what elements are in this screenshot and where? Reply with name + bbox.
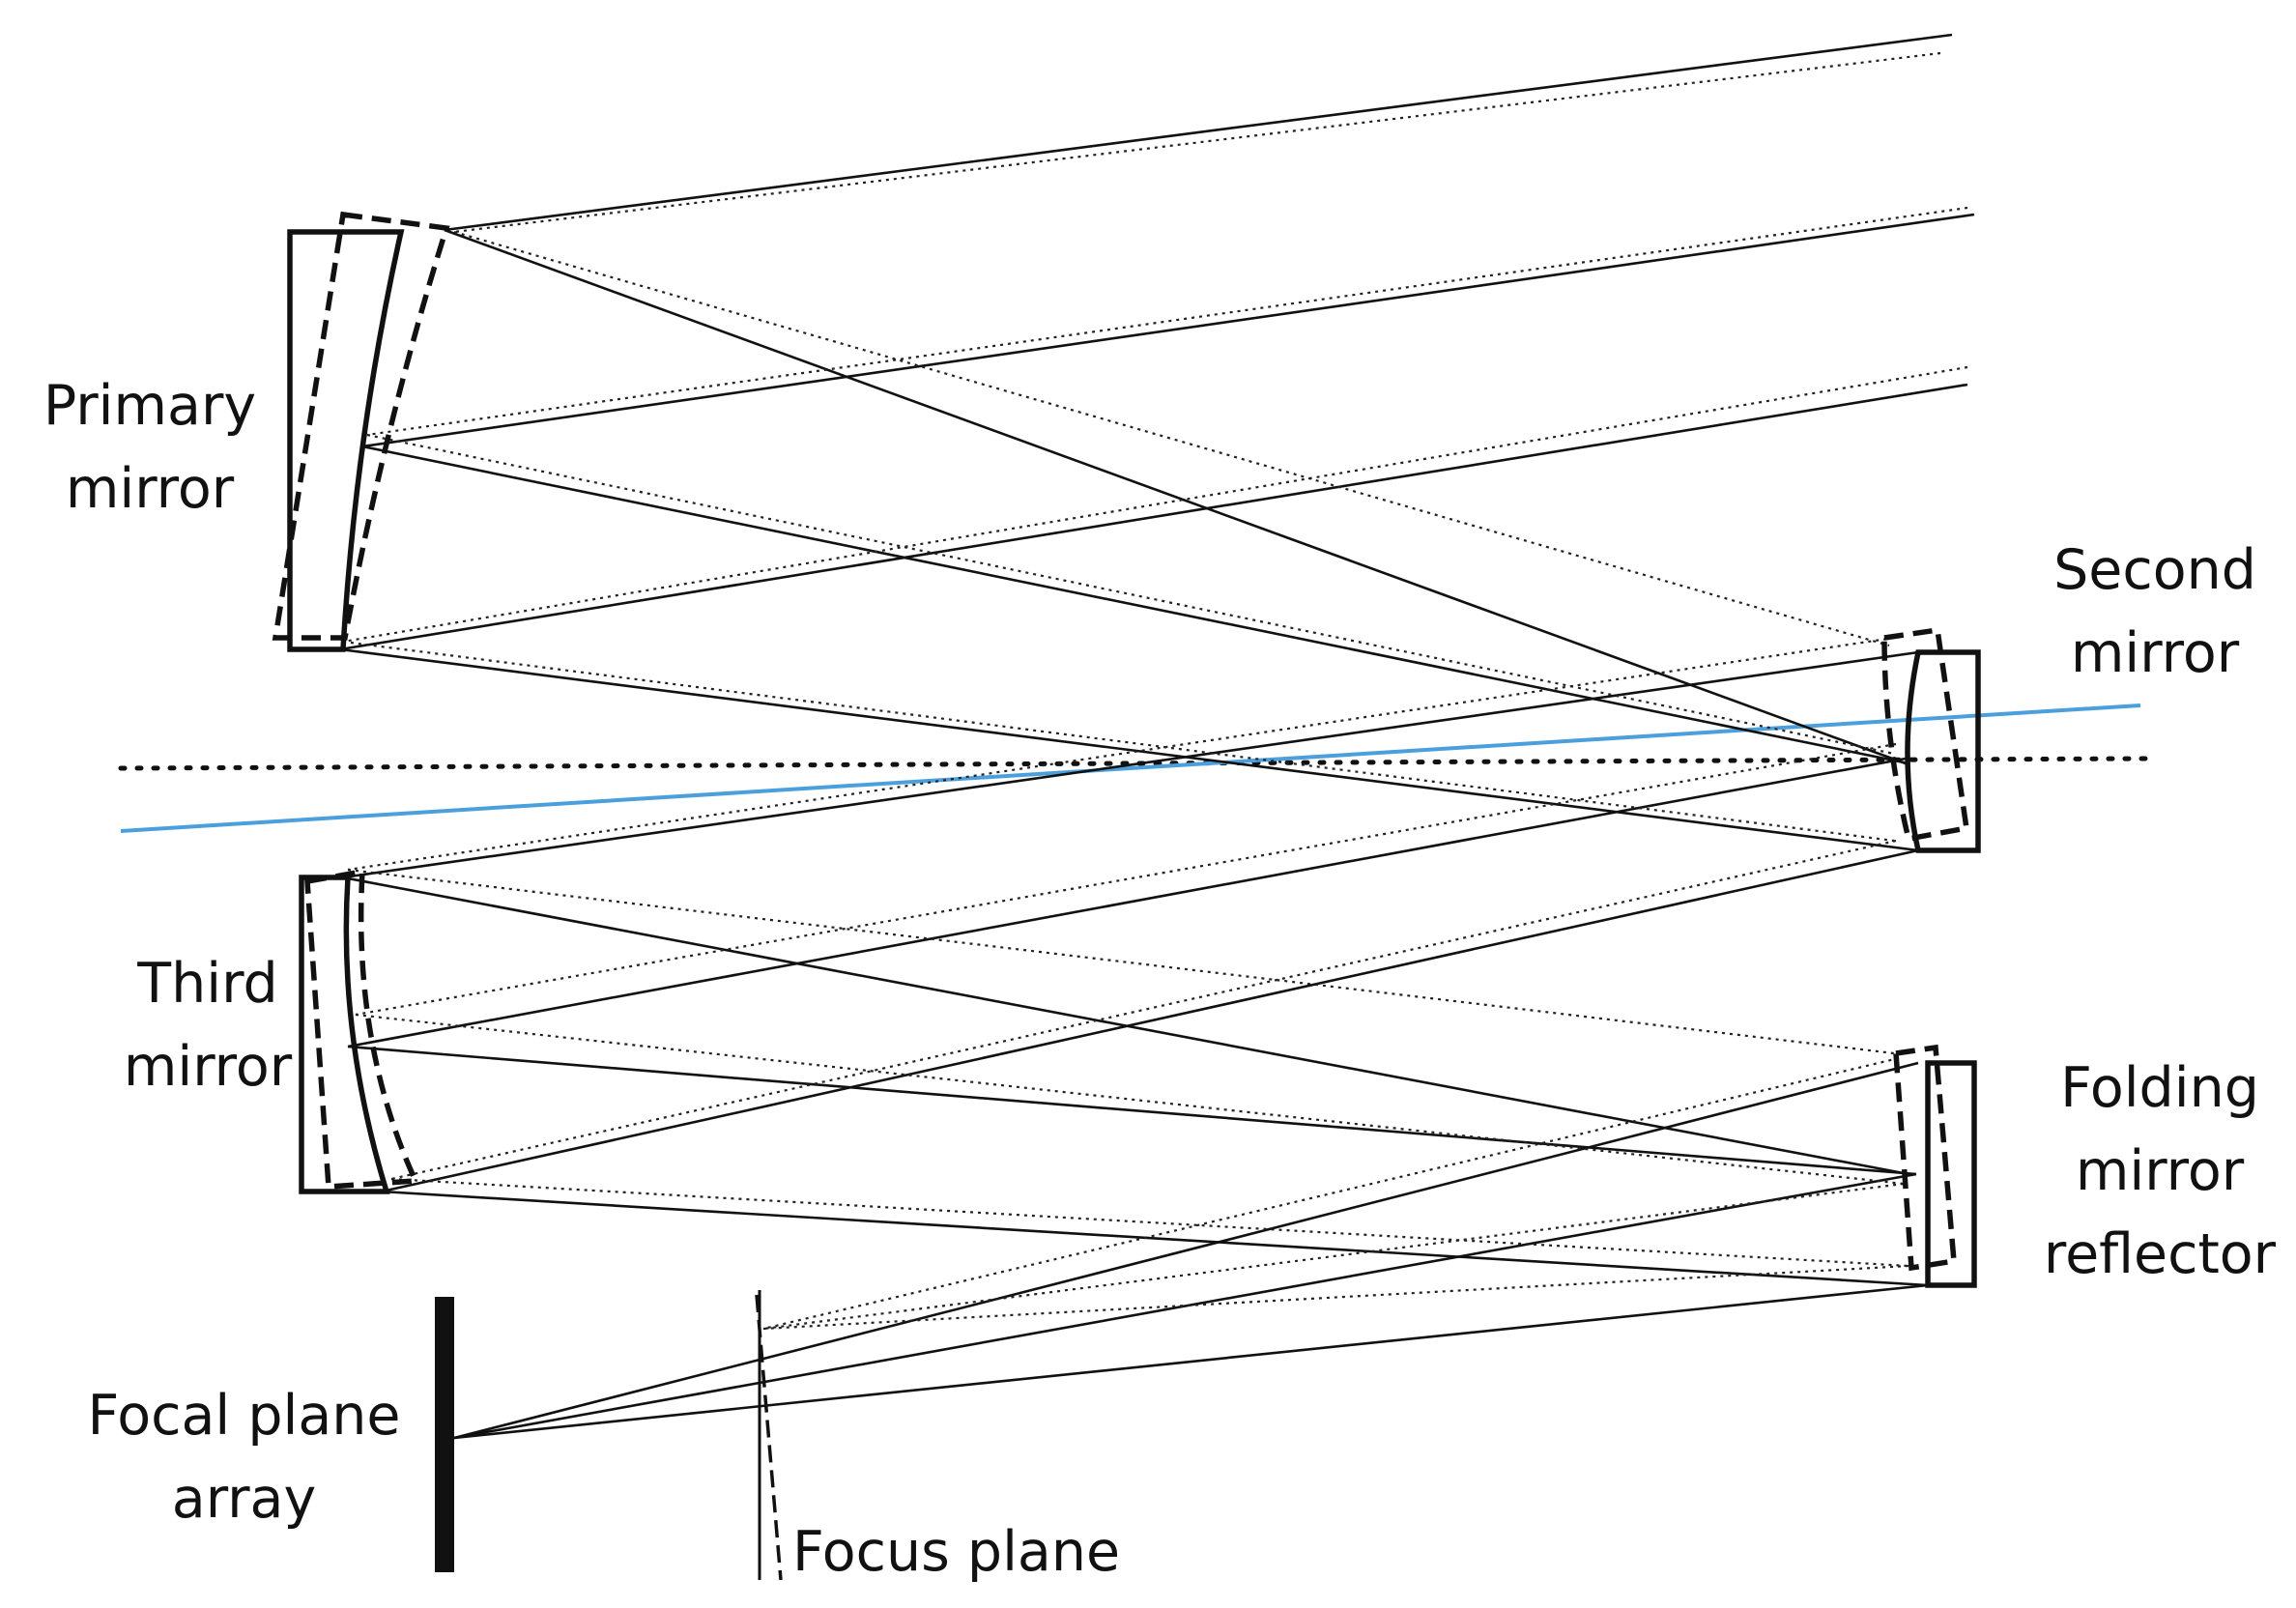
perturbed-rays <box>342 51 1968 1331</box>
ray-third-to-folding-3 <box>381 1190 1929 1287</box>
folding-mirror-reflector <box>1893 1044 1977 1288</box>
ray-third-to-folding-2 <box>347 1045 1917 1176</box>
ray-secondary-to-third-1 <box>342 650 1919 879</box>
nominal-rays <box>339 33 1975 1440</box>
ray-folding-to-fpa-2 <box>453 1172 1917 1440</box>
incoming-ray-bottom <box>339 383 1968 651</box>
focus-plane-displaced <box>755 1294 783 1581</box>
ray-secondary-to-third-3 <box>381 848 1919 1193</box>
third-mirror-label: Third mirror <box>77 942 338 1108</box>
second-mirror-label-line2: mirror <box>2070 621 2240 685</box>
primary-mirror-label: Primary mirror <box>19 364 280 531</box>
second-mirror-nominal <box>1905 649 1981 853</box>
ray-third-to-folding-dotted-3 <box>390 1177 1909 1268</box>
folding-mirror-label-line3: reflector <box>2043 1222 2277 1286</box>
focus-plane-label: Focus plane <box>792 1510 1179 1594</box>
folding-mirror-label: Folding mirror reflector <box>2015 1047 2296 1296</box>
incoming-ray-top <box>444 33 1953 232</box>
optical-axes <box>118 704 2148 833</box>
third-mirror-label-line1: Third <box>137 952 278 1016</box>
primary-mirror-label-line2: mirror <box>65 457 235 521</box>
folding-mirror-displaced <box>1893 1044 1957 1272</box>
second-mirror-displaced <box>1881 626 1970 843</box>
ray-folding-to-focus-dotted-2 <box>762 1182 1905 1331</box>
focus-plane-label-text: Focus plane <box>792 1520 1121 1584</box>
ray-secondary-to-third-dotted-2 <box>355 742 1897 1017</box>
ray-primary-to-secondary-dotted-2 <box>366 433 1895 756</box>
third-mirror-displaced <box>304 868 420 1190</box>
ray-secondary-to-third-dotted-3 <box>390 839 1897 1181</box>
focal-plane-array-label-line1: Focal plane <box>87 1384 401 1448</box>
focal-plane-array-label-line2: array <box>171 1467 317 1531</box>
ray-primary-to-secondary-3 <box>339 647 1919 852</box>
focus-plane <box>755 1290 783 1581</box>
third-mirror-nominal <box>299 875 390 1194</box>
ray-third-to-folding-dotted-2 <box>355 1013 1905 1186</box>
incoming-ray-middle-dotted <box>366 206 1968 437</box>
tilted-optical-axis <box>120 704 2141 833</box>
ray-primary-to-secondary-1 <box>444 228 1907 765</box>
ray-folding-to-fpa-3 <box>453 1283 1929 1440</box>
folding-mirror-label-line2: mirror <box>2075 1139 2245 1203</box>
ray-folding-to-fpa-1 <box>453 1061 1919 1440</box>
third-mirror <box>299 868 420 1194</box>
folding-mirror-nominal <box>1925 1060 1977 1288</box>
ray-third-to-folding-1 <box>342 876 1909 1176</box>
ray-folding-to-focus-dotted-3 <box>762 1264 1909 1331</box>
third-mirror-label-line2: mirror <box>123 1035 293 1099</box>
primary-mirror <box>272 211 450 652</box>
ray-primary-to-secondary-2 <box>361 445 1909 765</box>
ray-folding-to-focus-dotted-1 <box>762 1056 1900 1331</box>
second-mirror <box>1881 626 1981 853</box>
incoming-ray-middle <box>361 213 1975 448</box>
primary-mirror-label-line1: Primary <box>43 374 257 438</box>
focal-plane-array-label: Focal plane array <box>77 1374 411 1540</box>
incoming-ray-top-dotted <box>453 51 1941 234</box>
ray-primary-to-secondary-dotted-1 <box>453 230 1890 647</box>
second-mirror-label-line1: Second <box>2053 538 2256 602</box>
ray-secondary-to-third-2 <box>347 757 1907 1048</box>
second-mirror-label: Second mirror <box>2010 529 2296 695</box>
ray-primary-to-secondary-dotted-3 <box>342 640 1895 843</box>
ray-secondary-to-third-dotted-1 <box>347 636 1895 872</box>
primary-mirror-displaced <box>272 211 450 641</box>
primary-mirror-nominal <box>287 229 405 652</box>
folding-mirror-label-line1: Folding <box>2060 1056 2259 1120</box>
focal-plane-array <box>435 1297 454 1572</box>
